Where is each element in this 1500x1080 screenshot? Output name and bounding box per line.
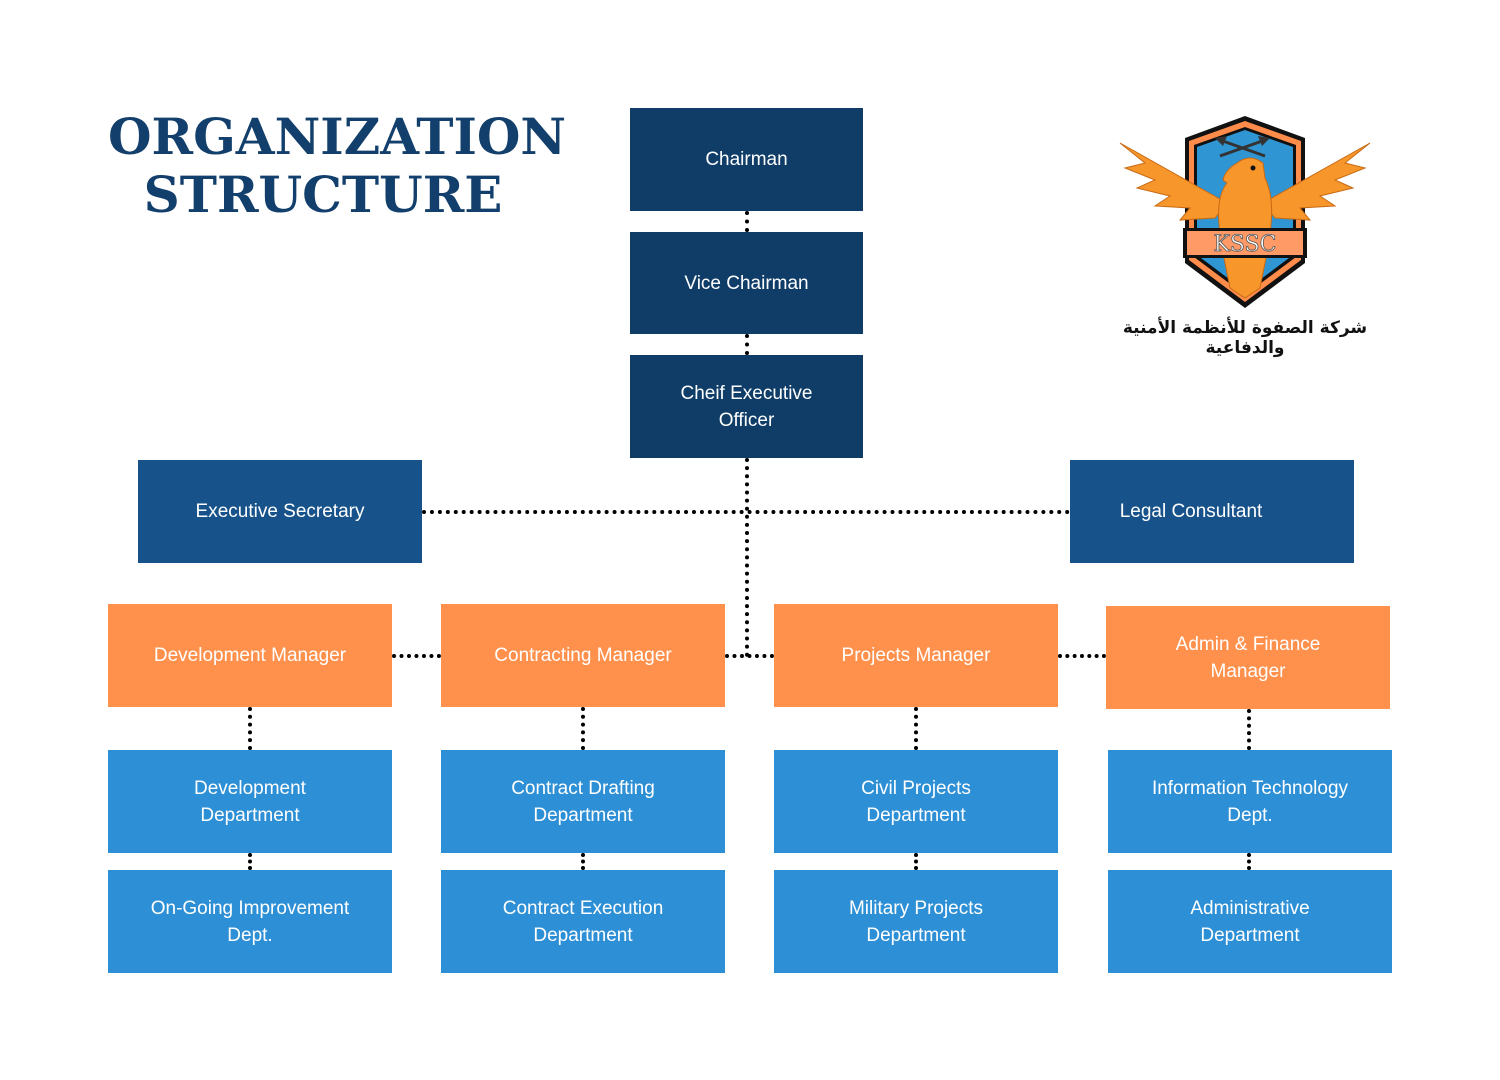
node-ongoing-improvement-dept: On-Going Improvement Dept. [108,870,392,973]
connector-managers-1-2 [392,654,441,658]
node-development-department: Development Department [108,750,392,853]
node-legal-consultant: Legal Consultant [1070,460,1354,563]
node-label: Cheif Executive Officer [680,382,813,431]
connector-col3-b [914,853,918,870]
eagle-shield-logo-icon: KSSC [1119,116,1371,308]
connector-col3-a [914,707,918,750]
connector-managers-3-4 [1058,654,1106,658]
node-chairman: Chairman [630,108,863,211]
node-development-manager: Development Manager [108,604,392,707]
connector-managers-2-3 [725,654,774,658]
connector-vice-ceo [745,334,749,355]
node-label: Contracting Manager [494,645,672,666]
title-line-2: STRUCTURE [143,165,503,224]
node-civil-projects-department: Civil Projects Department [774,750,1058,853]
connector-col4-b [1247,853,1251,870]
node-label: Contract Drafting Department [511,777,655,826]
node-label: Development Department [194,777,306,826]
connector-col4-a [1247,709,1251,750]
node-admin-finance-manager: Admin & Finance Manager [1106,606,1390,709]
node-label: Administrative Department [1190,897,1310,946]
node-label: Projects Manager [841,645,991,666]
node-label: On-Going Improvement Dept. [150,897,350,946]
node-information-technology-dept: Information Technology Dept. [1108,750,1392,853]
node-label: Information Technology Dept. [1151,777,1349,826]
node-label: Legal Consultant [1119,501,1263,522]
connector-col2-a [581,707,585,750]
node-label: Contract Execution Department [502,897,664,946]
page-title: ORGANIZATION STRUCTURE [108,107,567,224]
connector-ceo-managers [745,458,749,657]
node-label: Executive Secretary [195,501,365,522]
connector-advisors [422,510,1070,514]
node-label: Admin & Finance Manager [1175,633,1321,682]
node-label: Civil Projects Department [861,777,971,826]
company-arabic-name: شركة الصفوة للأنظمة الأمنية والدفاعية [1122,318,1368,358]
logo-initials: KSSC [1213,232,1276,257]
node-label: Vice Chairman [684,272,809,294]
node-contract-execution-department: Contract Execution Department [441,870,725,973]
node-military-projects-department: Military Projects Department [774,870,1058,973]
node-administrative-department: Administrative Department [1108,870,1392,973]
connector-col2-b [581,853,585,870]
node-ceo: Cheif Executive Officer [630,355,863,458]
node-executive-secretary: Executive Secretary [138,460,422,563]
connector-col1-b [248,853,252,870]
node-projects-manager: Projects Manager [774,604,1058,707]
title-line-1: ORGANIZATION [108,107,567,166]
node-vice-chairman: Vice Chairman [630,232,863,334]
connector-chairman-vice [745,211,749,232]
node-contracting-manager: Contracting Manager [441,604,725,707]
node-label: Development Manager [153,645,347,666]
node-label: Chairman [705,149,788,170]
node-label: Military Projects Department [848,897,984,946]
node-contract-drafting-department: Contract Drafting Department [441,750,725,853]
connector-col1-a [248,707,252,750]
